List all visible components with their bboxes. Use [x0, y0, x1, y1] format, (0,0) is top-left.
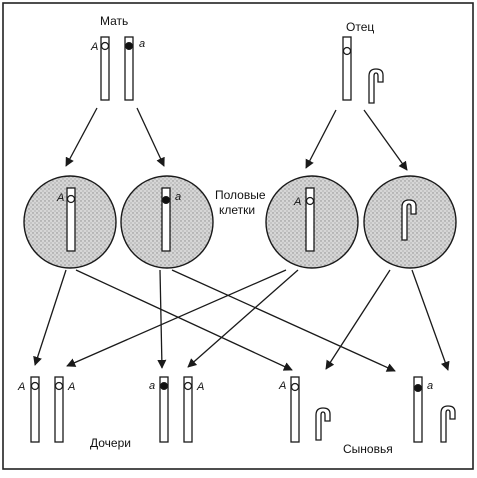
recessive-allele-marker: [125, 42, 133, 50]
father-label: Отец: [346, 20, 374, 34]
dominant-allele-marker: [342, 46, 352, 56]
allele-label-dominant: A: [278, 380, 286, 392]
mother-x-chromosome-recessive: [124, 36, 134, 101]
allele-label-dominant: A: [293, 196, 301, 208]
recessive-allele-marker: [414, 384, 422, 392]
allele-label-recessive: a: [427, 380, 433, 392]
allele-label-dominant: A: [90, 41, 98, 53]
mother-label: Мать: [100, 14, 128, 28]
son-affected: a: [413, 376, 456, 443]
gamete-to-offspring-arrows: [33, 269, 450, 372]
mother-x-chromosome-dominant: [100, 36, 110, 101]
parent-to-gamete-arrows: [65, 107, 408, 171]
allele-label-recessive: a: [139, 38, 145, 50]
allele-label-recessive: a: [149, 380, 155, 392]
gamete-cell-father-y: [363, 175, 457, 269]
gametes-label-line2: клетки: [219, 203, 255, 217]
dominant-allele-marker: [290, 382, 300, 392]
y-chromosome: [315, 407, 331, 441]
dominant-allele-marker: [66, 194, 76, 204]
y-chromosome: [440, 405, 456, 443]
diagram-frame: [2, 2, 474, 470]
recessive-allele-marker: [160, 382, 168, 390]
dominant-allele-marker: [183, 381, 193, 391]
allele-label-dominant: A: [67, 381, 75, 393]
gamete-cell-father-x: A: [265, 175, 359, 269]
son-healthy: A: [278, 376, 331, 443]
father-x-chromosome: [342, 36, 352, 101]
dominant-allele-marker: [305, 196, 315, 206]
gamete-cell-mother-dominant: A: [23, 175, 117, 269]
sons-label: Сыновья: [343, 442, 393, 456]
y-chromosome: [401, 199, 417, 241]
daughters-label: Дочери: [90, 436, 131, 450]
allele-label-dominant: A: [196, 381, 204, 393]
gamete-cell-mother-recessive: a: [120, 175, 214, 269]
father-chromosomes: [342, 36, 384, 104]
dominant-allele-marker: [30, 381, 40, 391]
dominant-allele-marker: [100, 41, 110, 51]
daughter-heterozygous-carrier: a A: [149, 376, 204, 443]
dominant-allele-marker: [54, 381, 64, 391]
allele-label-dominant: A: [56, 192, 64, 204]
gametes-label-line1: Половые: [215, 188, 266, 202]
mother-chromosomes: A a: [90, 36, 145, 101]
allele-label-dominant: A: [17, 381, 25, 393]
recessive-allele-marker: [162, 196, 170, 204]
father-y-chromosome: [368, 68, 384, 104]
daughter-homozygous-dominant: A A: [17, 376, 75, 443]
allele-label-recessive: a: [175, 191, 181, 203]
